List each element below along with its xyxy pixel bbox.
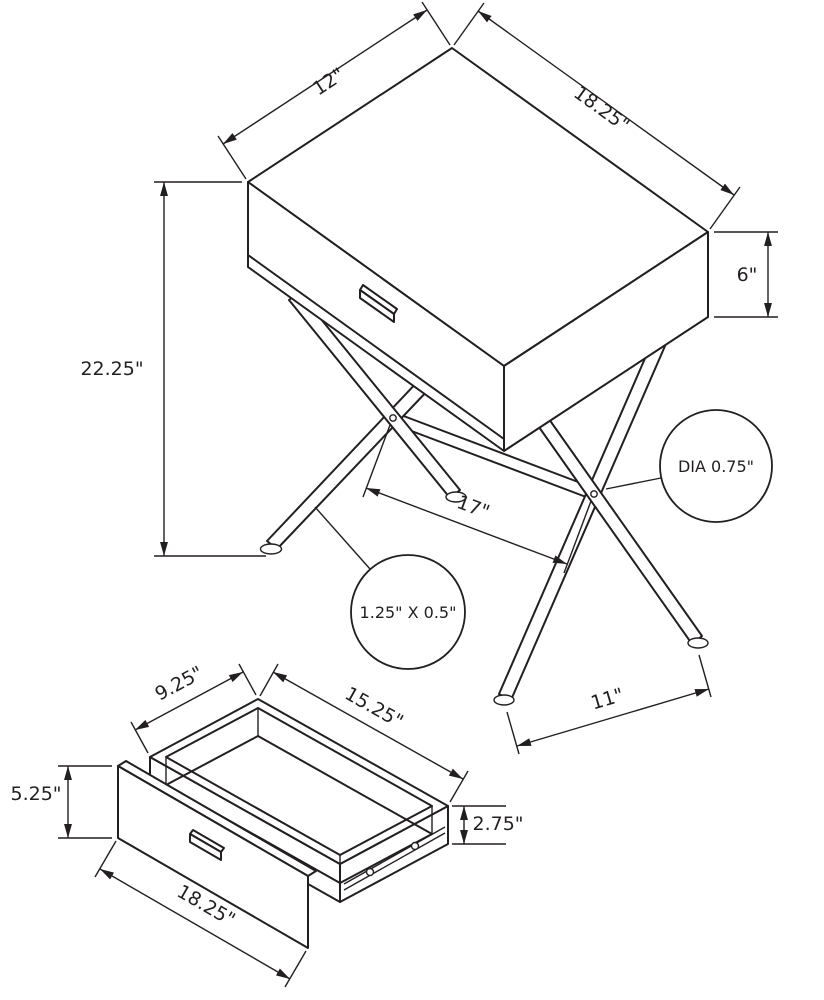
extension-line — [453, 2, 485, 46]
dimension-line — [222, 9, 428, 145]
leader-line — [605, 477, 662, 490]
extension-line — [238, 663, 257, 696]
dimension-drawer-side-height: 2.75" — [452, 805, 524, 845]
dim-label-drawer-front-height: 5.25" — [10, 783, 61, 805]
slide-screw — [365, 867, 375, 877]
callout-frame-tube: 1.25" X 0.5" — [314, 506, 466, 670]
drawer-detail-view: 5.25" 9.25" 15.25" 2.75" 18. — [10, 662, 524, 988]
extension-line — [362, 424, 391, 498]
dim-label-top-depth: 18.25" — [569, 82, 633, 137]
table-right-face — [503, 231, 709, 452]
drawer-handle-front — [189, 833, 222, 861]
dim-label-box-height: 6" — [737, 264, 758, 286]
dimension-leg-spread: 11" — [506, 654, 712, 755]
dimension-line — [516, 688, 710, 747]
extension-line — [506, 711, 520, 755]
dimension-line — [134, 671, 244, 731]
callout-label-frame-tube: 1.25" X 0.5" — [360, 603, 457, 622]
extension-line — [421, 1, 451, 46]
leg-joint-bolt-right — [590, 490, 598, 498]
dim-label-stretcher-length: 17" — [454, 491, 493, 523]
foot-pad-left-rear — [259, 543, 283, 555]
extension-line — [698, 654, 712, 698]
extension-line — [259, 663, 279, 697]
callout-label-leg-diameter: DIA 0.75" — [678, 457, 754, 476]
callout-circle — [350, 554, 466, 670]
dimension-drawer-front-height: 5.25" — [10, 765, 112, 839]
dimension-line — [477, 10, 735, 196]
dimension-line — [99, 868, 291, 980]
extension-line — [284, 950, 307, 988]
dimension-overall-height: 22.25" — [80, 181, 266, 557]
dim-label-leg-spread: 11" — [588, 684, 626, 714]
drawer-slide-rail — [343, 832, 446, 891]
dimension-box-height: 6" — [714, 231, 778, 318]
callout-circle — [659, 409, 773, 523]
dimension-line — [365, 487, 568, 565]
extension-line — [563, 500, 592, 574]
dim-label-overall-height: 22.25" — [80, 358, 143, 380]
extension-line — [449, 770, 469, 803]
side-table-isometric-view: 12" 18.25" 6" 22.25" 17" — [80, 1, 778, 755]
drawer-handle-front — [359, 289, 395, 323]
foot-pad-right-front — [493, 694, 515, 706]
drawer-gap-line — [247, 254, 505, 440]
extension-line — [709, 186, 741, 230]
extension-line — [94, 840, 117, 878]
drawer-slide-rail — [343, 826, 446, 885]
dim-label-drawer-inner-depth: 9.25" — [151, 662, 206, 706]
extension-line — [130, 721, 149, 754]
leg-joint-bolt-left — [389, 414, 397, 422]
left-leg-rear — [266, 377, 432, 550]
dimension-line — [272, 671, 464, 780]
extension-line — [217, 135, 247, 180]
slide-screw — [410, 841, 420, 851]
dim-label-drawer-inner-length: 15.25" — [341, 683, 407, 733]
dim-label-drawer-side-height: 2.75" — [472, 813, 523, 835]
foot-pad-right-rear — [687, 637, 709, 649]
dim-label-top-width: 12" — [309, 64, 349, 100]
leader-line — [314, 506, 371, 570]
callout-leg-diameter: DIA 0.75" — [605, 409, 773, 523]
